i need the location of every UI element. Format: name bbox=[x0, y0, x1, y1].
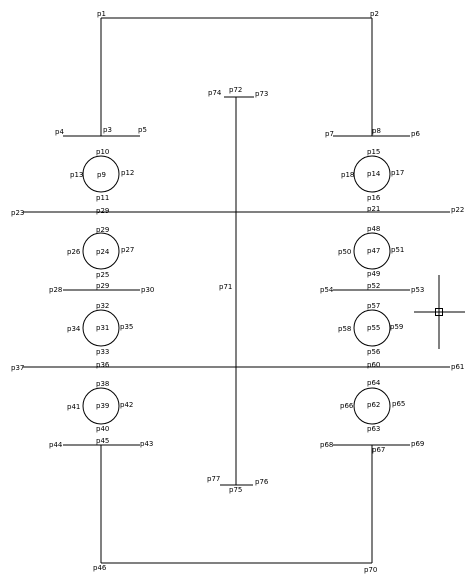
label-p58: p58 bbox=[338, 325, 351, 333]
label-p48: p48 bbox=[367, 225, 380, 233]
circle-p31[interactable] bbox=[82, 309, 120, 347]
label-p57: p57 bbox=[367, 302, 380, 310]
crosshair-cursor-icon bbox=[414, 275, 465, 349]
label-p43: p43 bbox=[140, 440, 153, 448]
label-p60: p60 bbox=[367, 361, 380, 369]
point-labels: p1 p2 p4 p3 p5 p7 p8 p6 p10 p13 p9 p12 p… bbox=[11, 10, 464, 574]
label-p55: p55 bbox=[367, 324, 380, 332]
label-p68: p68 bbox=[320, 441, 333, 449]
label-p46: p46 bbox=[93, 564, 107, 572]
label-p63: p63 bbox=[367, 425, 380, 433]
circle-p9[interactable] bbox=[82, 155, 120, 193]
label-p59: p59 bbox=[390, 323, 403, 331]
label-p1: p1 bbox=[97, 10, 106, 18]
label-p35: p35 bbox=[120, 323, 133, 331]
label-p40: p40 bbox=[96, 425, 109, 433]
label-p69: p69 bbox=[411, 440, 424, 448]
label-p12: p12 bbox=[121, 169, 134, 177]
label-p53: p53 bbox=[411, 286, 424, 294]
label-p42: p42 bbox=[120, 401, 133, 409]
circle-p24[interactable] bbox=[82, 232, 120, 270]
label-p34: p34 bbox=[67, 325, 81, 333]
label-p2: p2 bbox=[370, 10, 379, 18]
label-p54: p54 bbox=[320, 286, 334, 294]
label-p56: p56 bbox=[367, 348, 381, 356]
label-p5: p5 bbox=[138, 126, 147, 134]
label-p44: p44 bbox=[49, 441, 63, 449]
label-p65: p65 bbox=[392, 400, 405, 408]
label-p28: p28 bbox=[49, 286, 62, 294]
label-p73: p73 bbox=[255, 90, 268, 98]
circle-p47[interactable] bbox=[353, 232, 391, 270]
label-p22: p22 bbox=[451, 206, 464, 214]
label-p62: p62 bbox=[367, 401, 380, 409]
label-p72: p72 bbox=[229, 86, 242, 94]
label-p45: p45 bbox=[96, 437, 109, 445]
label-p7: p7 bbox=[325, 130, 334, 138]
label-p25: p25 bbox=[96, 271, 109, 279]
label-p75: p75 bbox=[229, 486, 242, 494]
label-p23: p23 bbox=[11, 209, 24, 217]
label-p77: p77 bbox=[207, 475, 220, 483]
label-p17: p17 bbox=[391, 169, 404, 177]
label-p29-upper: p29 bbox=[96, 207, 109, 215]
label-p16: p16 bbox=[367, 194, 381, 202]
label-p27: p27 bbox=[121, 246, 134, 254]
label-p66: p66 bbox=[340, 402, 354, 410]
label-p8: p8 bbox=[372, 127, 381, 135]
label-p14: p14 bbox=[367, 170, 381, 178]
label-p13: p13 bbox=[70, 171, 83, 179]
label-p9: p9 bbox=[97, 171, 106, 179]
label-p49: p49 bbox=[367, 270, 380, 278]
label-p3: p3 bbox=[103, 126, 112, 134]
label-p4: p4 bbox=[55, 128, 64, 136]
label-p33: p33 bbox=[96, 348, 109, 356]
label-p21: p21 bbox=[367, 205, 380, 213]
label-p76: p76 bbox=[255, 478, 269, 486]
label-p31: p31 bbox=[96, 324, 109, 332]
label-p67: p67 bbox=[372, 446, 385, 454]
label-p30: p30 bbox=[141, 286, 154, 294]
label-p36: p36 bbox=[96, 361, 110, 369]
circle-p14[interactable] bbox=[353, 155, 391, 193]
label-p39: p39 bbox=[96, 402, 109, 410]
label-p51: p51 bbox=[391, 246, 404, 254]
label-p26: p26 bbox=[67, 248, 81, 256]
label-p50: p50 bbox=[338, 248, 351, 256]
circle-p39[interactable] bbox=[82, 387, 120, 425]
label-p38: p38 bbox=[96, 380, 109, 388]
label-p10: p10 bbox=[96, 148, 109, 156]
label-p71: p71 bbox=[219, 283, 232, 291]
label-p70: p70 bbox=[364, 566, 377, 574]
label-p29-bar: p29 bbox=[96, 282, 109, 290]
label-p11: p11 bbox=[96, 194, 109, 202]
label-p29-lower: p29 bbox=[96, 226, 109, 234]
circle-p62[interactable] bbox=[353, 387, 391, 425]
label-p15: p15 bbox=[367, 148, 380, 156]
label-p61: p61 bbox=[451, 363, 464, 371]
label-p24: p24 bbox=[96, 248, 110, 256]
label-p18: p18 bbox=[341, 171, 354, 179]
label-p52: p52 bbox=[367, 282, 380, 290]
label-p37: p37 bbox=[11, 364, 24, 372]
label-p74: p74 bbox=[208, 89, 222, 97]
label-p64: p64 bbox=[367, 379, 381, 387]
label-p32: p32 bbox=[96, 302, 109, 310]
label-p41: p41 bbox=[67, 403, 80, 411]
label-p47: p47 bbox=[367, 247, 380, 255]
label-p6: p6 bbox=[411, 130, 420, 138]
circle-p55[interactable] bbox=[353, 309, 391, 347]
